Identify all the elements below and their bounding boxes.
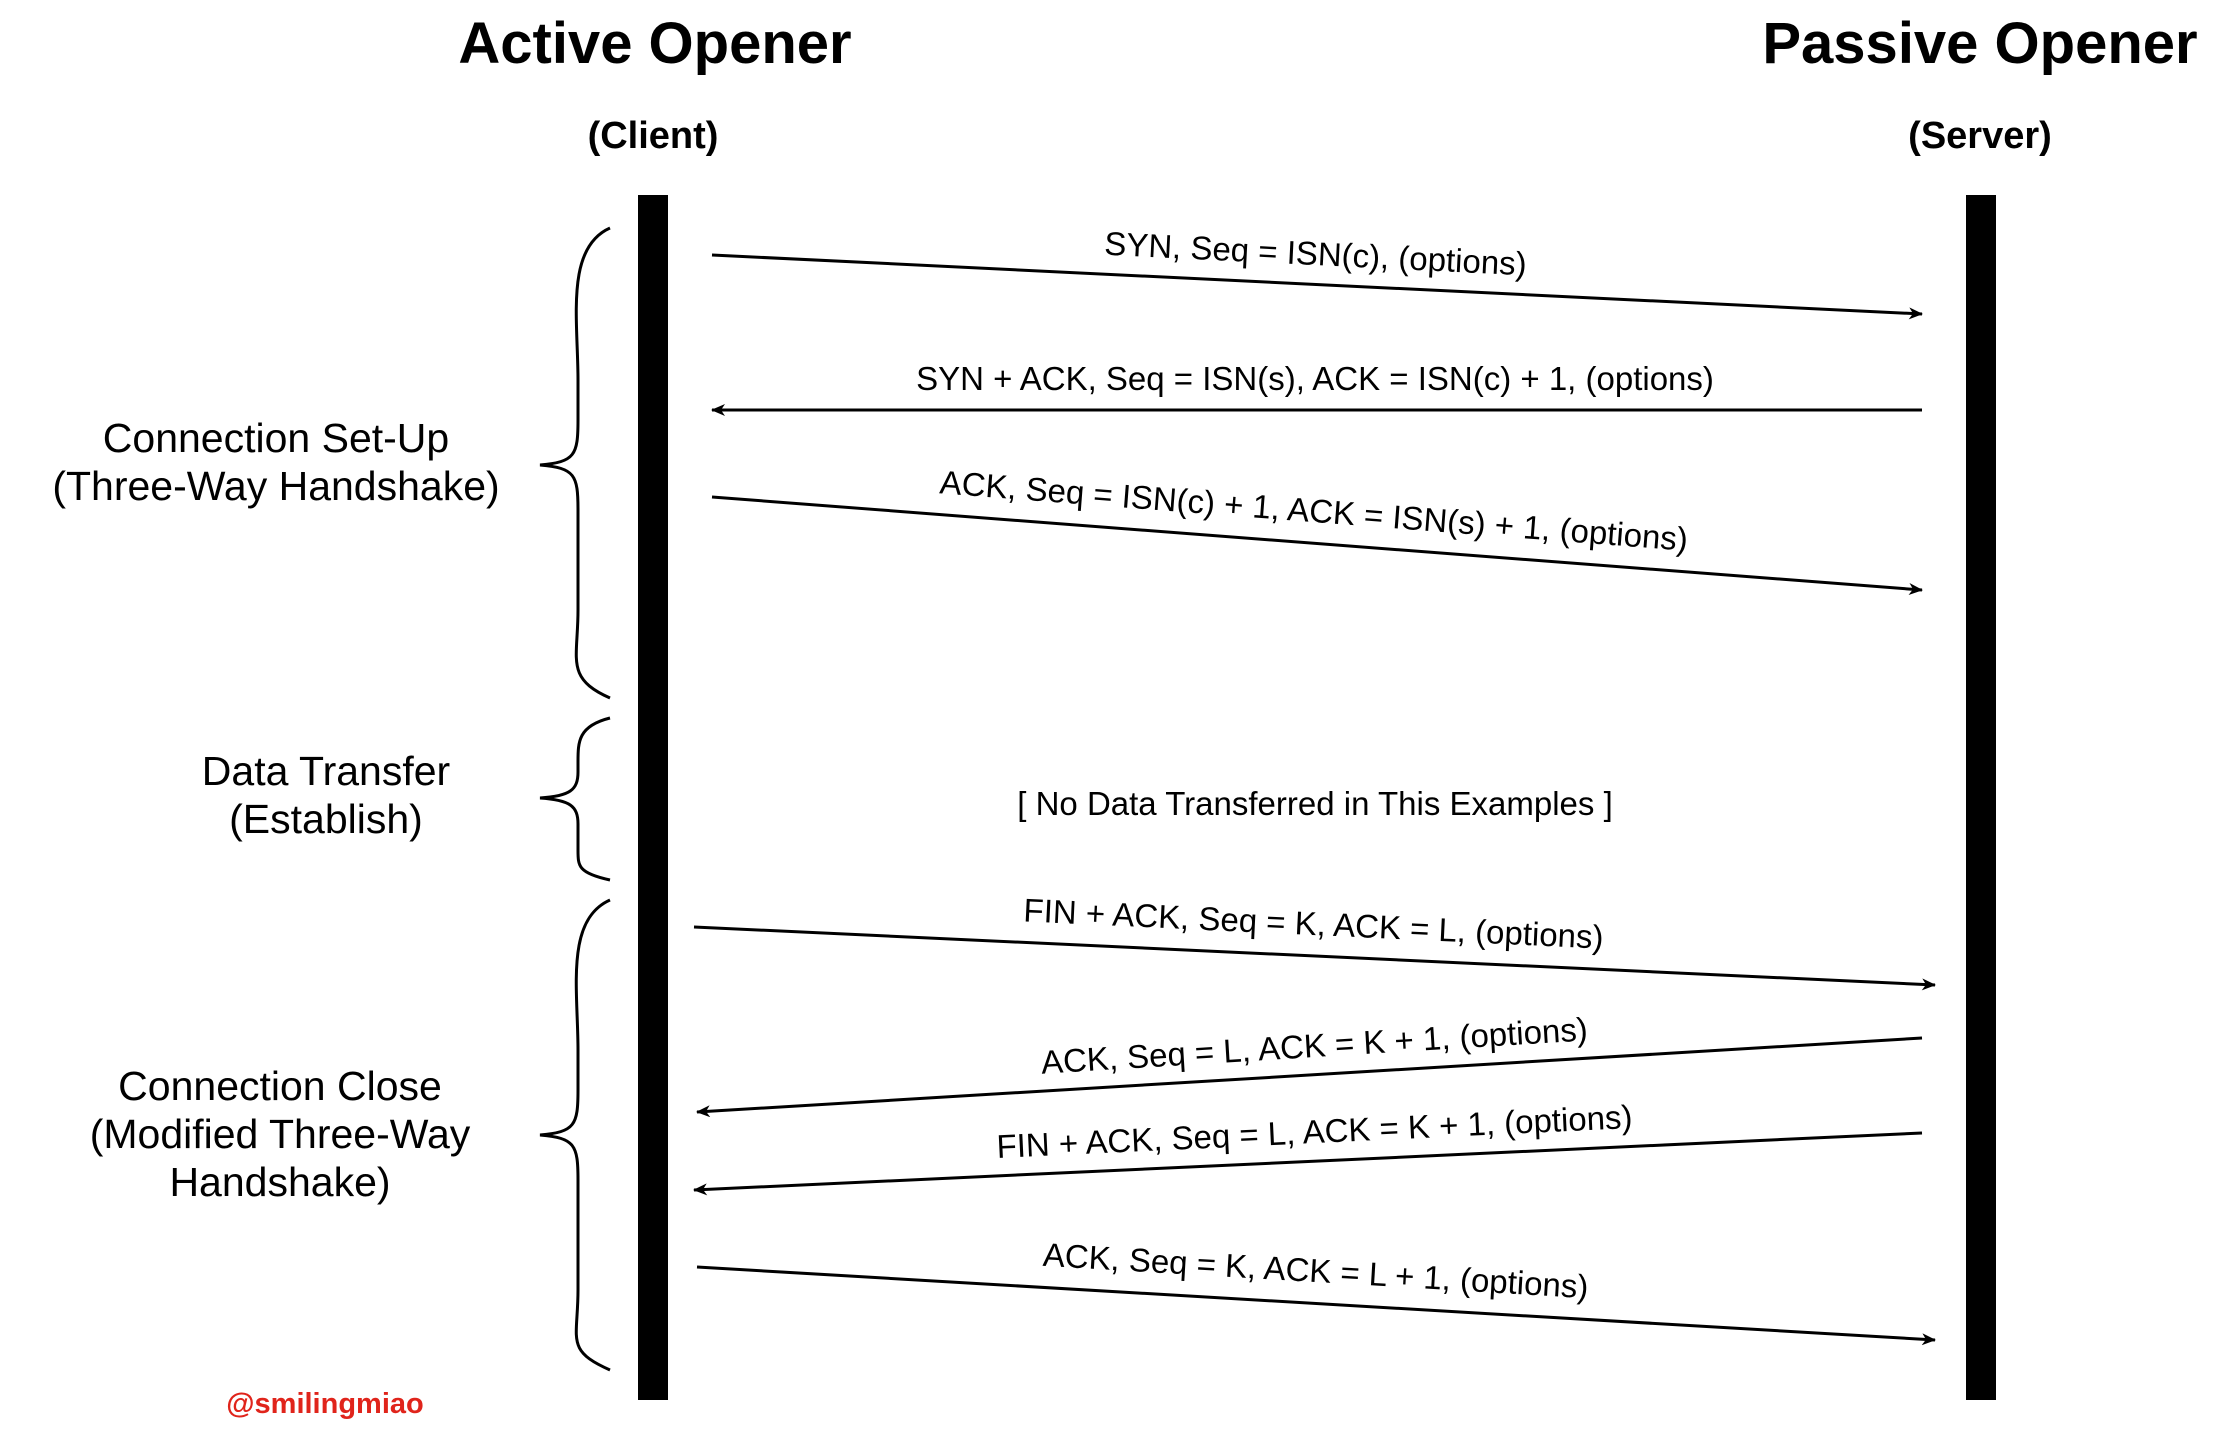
server-title: Passive Opener [1762, 11, 2197, 76]
transfer-brace [539, 716, 611, 882]
client-lifeline [638, 195, 668, 1400]
fin-ack-server-arrow [693, 1131, 1923, 1196]
final-ack-label: ACK, Seq = K, ACK = L + 1, (options) [1042, 1236, 1590, 1305]
fin-ack-client-arrow [693, 925, 1936, 991]
syn-arrow [711, 253, 1923, 320]
close-label-line1: Connection Close [118, 1063, 442, 1109]
server-subtitle: (Server) [1908, 115, 2052, 157]
setup-brace [539, 226, 611, 700]
client-title: Active Opener [458, 11, 851, 76]
ack-server-label: ACK, Seq = L, ACK = K + 1, (options) [1040, 1010, 1589, 1080]
ack-arrow [711, 495, 1923, 595]
syn-ack-label: SYN + ACK, Seq = ISN(s), ACK = ISN(c) + … [916, 360, 1714, 397]
close-label-line2: (Modified Three-Way [90, 1111, 471, 1157]
close-brace [539, 898, 611, 1372]
server-lifeline [1966, 195, 1996, 1400]
final-ack-arrow [696, 1265, 1936, 1346]
client-subtitle: (Client) [588, 115, 719, 157]
fin-ack-server-label: FIN + ACK, Seq = L, ACK = K + 1, (option… [996, 1098, 1634, 1165]
transfer-label-line1: Data Transfer [202, 748, 450, 794]
ack-server-arrow [696, 1036, 1923, 1118]
no-data-label: [ No Data Transferred in This Examples ] [1017, 785, 1612, 822]
author-credit: @smilingmiao [226, 1388, 423, 1420]
transfer-label-line2: (Establish) [229, 796, 423, 842]
syn-label: SYN, Seq = ISN(c), (options) [1104, 225, 1528, 283]
close-label-line3: Handshake) [169, 1159, 390, 1205]
setup-label-line2: (Three-Way Handshake) [52, 463, 499, 509]
setup-label-line1: Connection Set-Up [103, 415, 449, 461]
